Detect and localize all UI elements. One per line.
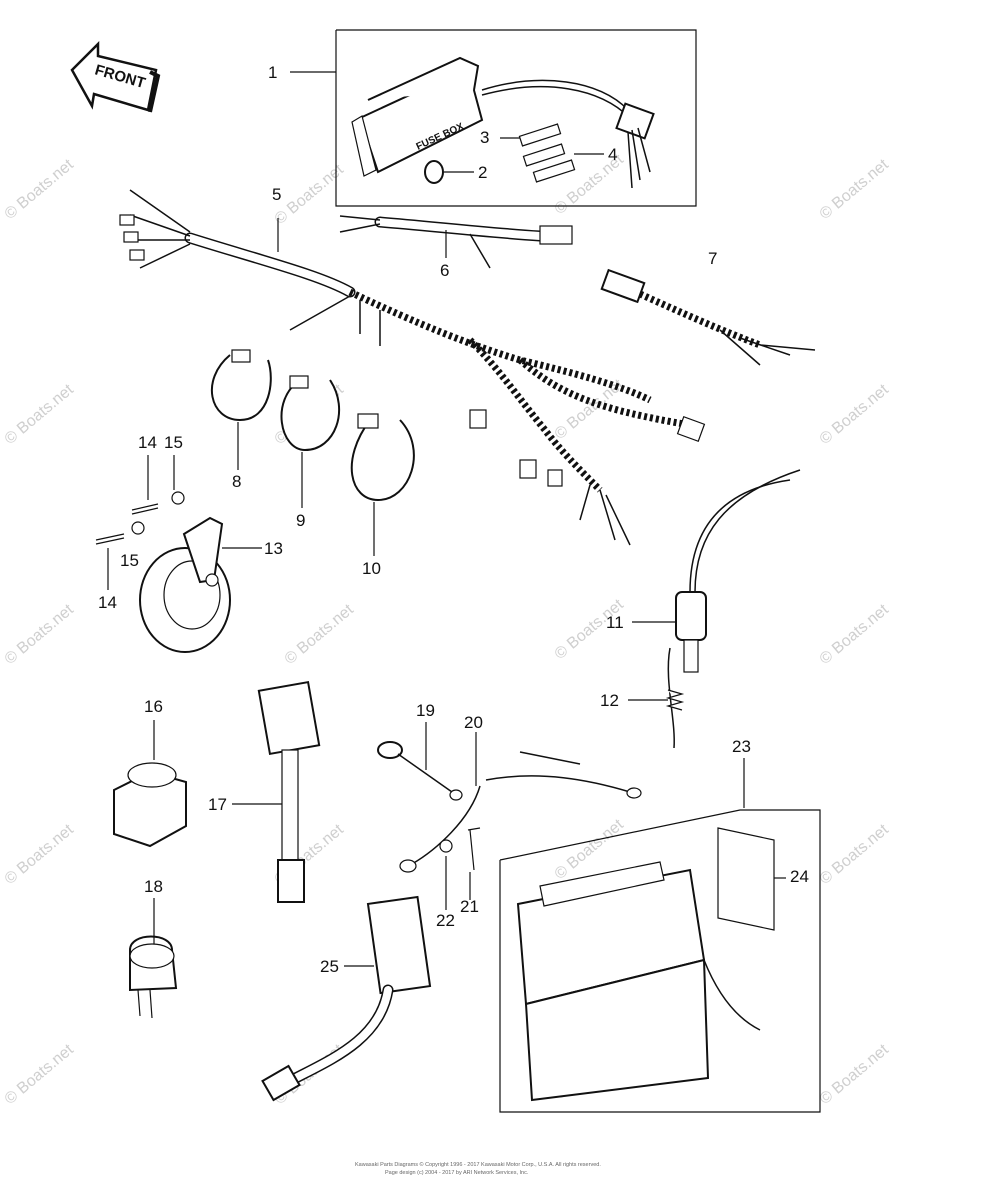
- clamps: [211, 349, 415, 556]
- watermark: © Boats.net: [817, 821, 893, 888]
- callout-7: 7: [708, 249, 717, 268]
- callout-10: 10: [362, 559, 381, 578]
- callout-19: 19: [416, 701, 435, 720]
- watermark: © Boats.net: [817, 1041, 893, 1108]
- callout-1: 1: [268, 63, 277, 82]
- callout-11: 11: [606, 613, 624, 632]
- callout-3: 3: [480, 128, 489, 147]
- watermark: © Boats.net: [817, 381, 893, 448]
- callout-12: 12: [600, 691, 619, 710]
- callout-25: 25: [320, 957, 339, 976]
- switch-assembly: [628, 469, 801, 749]
- watermark: © Boats.net: [2, 821, 78, 888]
- sub-harness-7: [600, 268, 816, 366]
- battery: [499, 758, 821, 1113]
- copyright-line-1: Kawasaki Parts Diagrams © Copyright 1996…: [355, 1161, 601, 1168]
- callout-15b: 15: [120, 551, 139, 570]
- callout-22: 22: [436, 911, 455, 930]
- watermark: © Boats.net: [817, 601, 893, 668]
- callout-2: 2: [478, 163, 487, 182]
- watermark: © Boats.net: [817, 156, 893, 223]
- sub-harness-6: [339, 215, 573, 269]
- callout-13: 13: [264, 539, 283, 558]
- copyright-line-2: Page design (c) 2004 - 2017 by ARI Netwo…: [385, 1170, 529, 1176]
- callout-6: 6: [440, 261, 449, 280]
- ground-leads: [377, 722, 642, 910]
- callout-4: 4: [608, 145, 617, 164]
- front-arrow: FRONT: [70, 40, 161, 113]
- callout-23: 23: [732, 737, 751, 756]
- callouts: 1 2 3 4 5 6 7 8 9 10 11 12 13 14 15 15 1…: [98, 63, 809, 976]
- callout-9: 9: [296, 511, 305, 530]
- main-harness: [119, 189, 706, 546]
- fuse-box-assembly: FUSE BOX: [290, 29, 697, 207]
- relay-18: [129, 898, 178, 1019]
- callout-5: 5: [272, 185, 281, 204]
- callout-18: 18: [144, 877, 163, 896]
- watermark: © Boats.net: [2, 1041, 78, 1108]
- callout-14b: 14: [98, 593, 117, 612]
- component-17: [232, 680, 321, 903]
- watermark: © Boats.net: [2, 156, 78, 223]
- callout-16: 16: [144, 697, 163, 716]
- watermark: © Boats.net: [282, 601, 358, 668]
- callout-14a: 14: [138, 433, 157, 452]
- horn-assembly: [95, 455, 262, 653]
- component-25: [261, 895, 432, 1102]
- watermark: © Boats.net: [2, 381, 78, 448]
- callout-15a: 15: [164, 433, 183, 452]
- relay-16: [113, 720, 187, 848]
- callout-21: 21: [460, 897, 479, 916]
- callout-8: 8: [232, 472, 241, 491]
- callout-17: 17: [208, 795, 227, 814]
- callout-20: 20: [464, 713, 483, 732]
- watermark: © Boats.net: [2, 601, 78, 668]
- callout-24: 24: [790, 867, 809, 886]
